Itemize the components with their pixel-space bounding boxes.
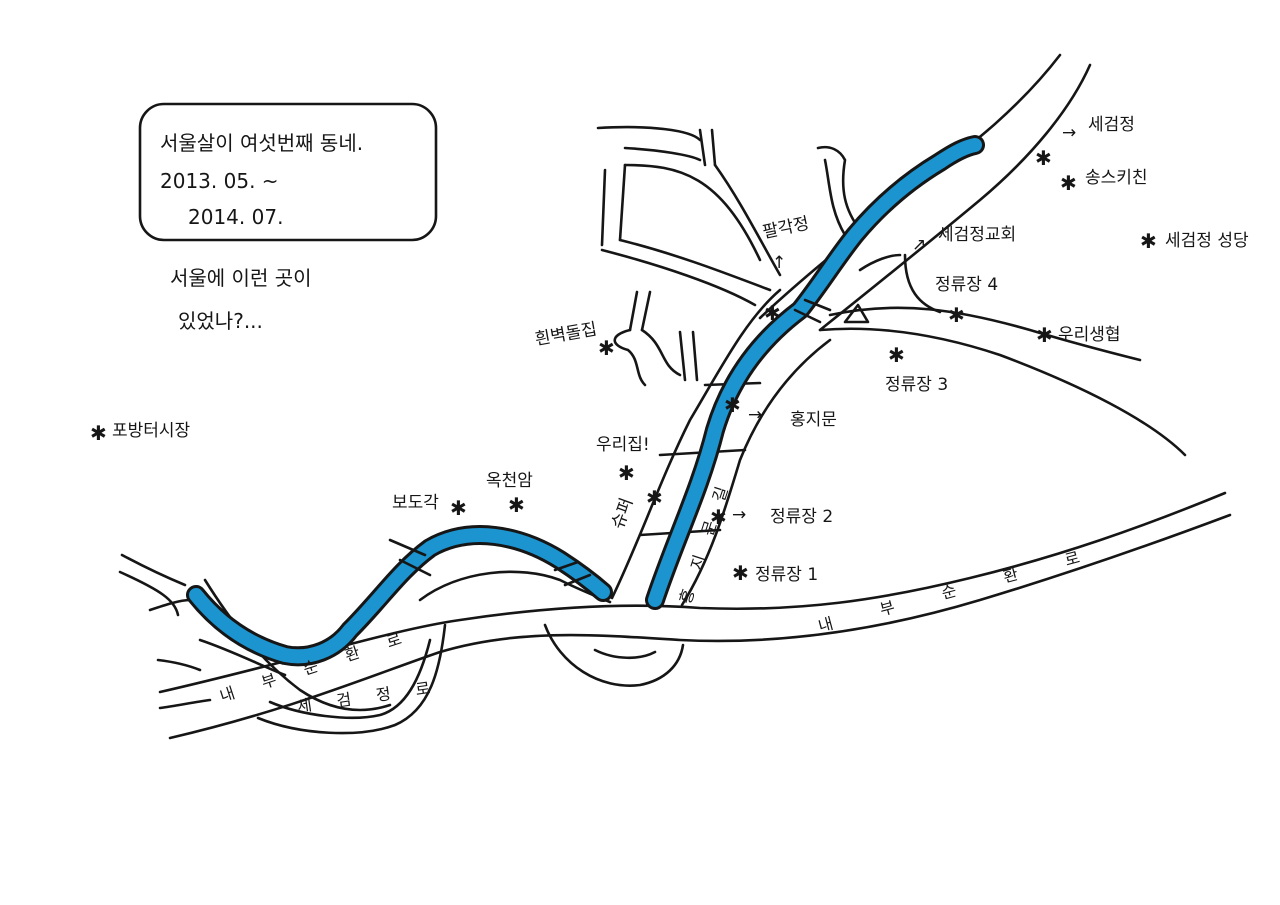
- place-bodogak: 보도각: [392, 493, 439, 513]
- star-icon: ✱: [1035, 146, 1052, 170]
- star-icon: ✱: [948, 303, 965, 327]
- arrow-icon: ↗: [912, 235, 926, 255]
- road-loop-south: [418, 570, 685, 687]
- place-pobangteo-market: 포방터시장: [112, 421, 191, 441]
- place-white-brick-house: 흰벽돌집: [533, 319, 598, 350]
- question-line-2: 있었나?...: [178, 309, 263, 333]
- road-southwest: [118, 553, 447, 735]
- place-palgakjeong: 팔각정: [761, 214, 811, 243]
- title-note-frame: [138, 102, 438, 242]
- place-stop-4: 정류장 4: [935, 275, 998, 295]
- river-bridges: [388, 298, 832, 587]
- star-icon: ✱: [888, 343, 905, 367]
- star-icon: ✱: [710, 505, 727, 529]
- star-icon: ✱: [1036, 323, 1053, 347]
- place-stop-2: 정류장 2: [770, 507, 833, 527]
- place-stop-1: 정류장 1: [755, 565, 818, 585]
- place-coop: 우리생협: [1058, 325, 1121, 345]
- star-icon: ✱: [90, 421, 107, 445]
- place-segeomjeong: 세검정: [1088, 115, 1135, 135]
- place-segeomjeong-church: 세검정교회: [938, 225, 1016, 245]
- question-note: 서울에 이런 곳이 있었나?...: [170, 266, 312, 333]
- place-segeomjeong-church-catholic: 세검정 성당: [1165, 231, 1249, 251]
- place-hongjimun: 홍지문: [790, 410, 837, 430]
- star-icon: ✱: [646, 486, 663, 510]
- note-line-3: 2014. 07.: [188, 205, 283, 229]
- star-icon: ✱: [618, 461, 635, 485]
- star-icon: ✱: [508, 493, 525, 517]
- star-icon: ✱: [1140, 229, 1157, 253]
- title-note: 서울살이 여섯번째 동네. 2013. 05. ~ 2014. 07.: [138, 102, 438, 242]
- road-label-naebu-east: 내 부 순 환 로: [816, 542, 1103, 636]
- note-line-1: 서울살이 여섯번째 동네.: [160, 131, 363, 155]
- star-icon: ✱: [1060, 171, 1077, 195]
- junction-triangle: [843, 303, 870, 324]
- road-whitebrick: [613, 290, 699, 387]
- place-stop-3: 정류장 3: [885, 375, 948, 395]
- place-okcheonam: 옥천암: [486, 471, 533, 491]
- note-line-2: 2013. 05. ~: [160, 169, 279, 193]
- star-icon: ✱: [450, 496, 467, 520]
- star-icon: ✱: [732, 561, 749, 585]
- star-icon: ✱: [598, 336, 615, 360]
- road-east-branch: [818, 253, 1187, 457]
- arrow-icon: →: [1062, 123, 1076, 143]
- arrow-icon: →: [748, 405, 762, 425]
- road-pier: [816, 145, 862, 237]
- star-icon: ✱: [724, 393, 741, 417]
- place-labels: ✱ → 세검정 ✱ 송스키친 ✱ 세검정 성당 ↗ 세검정교회 정류장 4 ✱ …: [90, 115, 1249, 585]
- place-song-kitchen: 송스키친: [1085, 168, 1148, 188]
- road-northwest-block: [596, 125, 782, 307]
- arrow-icon: →: [732, 505, 746, 525]
- expressway-naebu: [158, 491, 1232, 740]
- arrow-icon: ↑: [772, 253, 786, 273]
- river-hongjecheon: [186, 135, 985, 667]
- star-icon: ✱: [764, 301, 781, 325]
- place-supermarket: 슈퍼: [608, 495, 637, 531]
- place-our-house: 우리집!: [596, 435, 650, 455]
- question-line-1: 서울에 이런 곳이: [170, 266, 312, 290]
